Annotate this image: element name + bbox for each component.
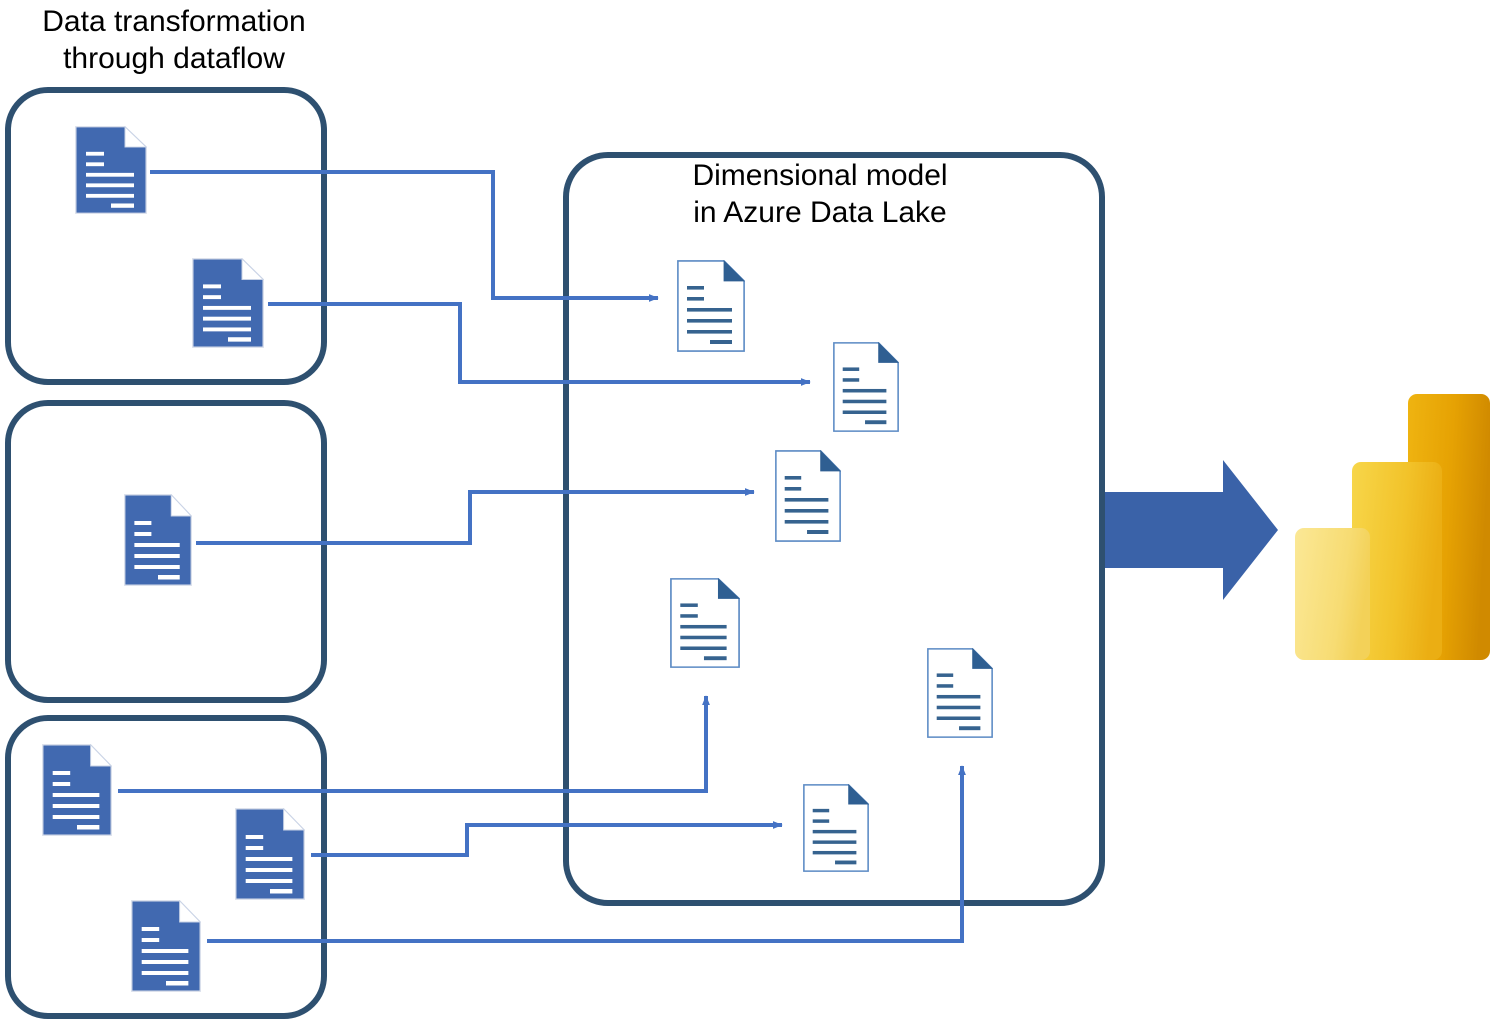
powerbi-bar-mid: [1352, 462, 1442, 660]
connector-source-doc-6-to-target-doc-5: [207, 765, 966, 943]
source-doc-3[interactable]: [124, 494, 192, 586]
source-doc-5[interactable]: [235, 808, 305, 900]
connector-source-doc-3-to-target-doc-3: [196, 488, 755, 545]
page-title: Data transformation through dataflow: [42, 5, 306, 75]
source-group-1: [5, 87, 327, 385]
power-bi-logo: [1295, 394, 1490, 660]
dimensional-model-group: [563, 152, 1105, 906]
target-doc-1[interactable]: [677, 260, 745, 352]
connector-source-doc-1-to-target-doc-1: [150, 170, 659, 302]
connector-source-doc-5-to-target-doc-6: [311, 821, 783, 857]
dimensional-model-label: Dimensional model in Azure Data Lake: [692, 159, 948, 229]
target-doc-4[interactable]: [670, 578, 740, 668]
target-doc-3[interactable]: [775, 450, 841, 542]
source-doc-1[interactable]: [75, 126, 147, 214]
source-group-3: [5, 715, 327, 1019]
source-doc-4[interactable]: [42, 744, 112, 836]
powerbi-bar-short-light: [1295, 528, 1370, 660]
source-group-2: [5, 400, 327, 703]
target-doc-2[interactable]: [833, 342, 899, 432]
connector-source-doc-2-to-target-doc-2: [268, 302, 811, 386]
flow-arrow-icon: [1105, 460, 1278, 600]
target-doc-5[interactable]: [927, 648, 993, 738]
target-doc-6[interactable]: [803, 784, 869, 872]
source-doc-6[interactable]: [131, 900, 201, 992]
connector-source-doc-4-to-target-doc-4: [118, 695, 710, 793]
source-doc-2[interactable]: [192, 258, 264, 348]
